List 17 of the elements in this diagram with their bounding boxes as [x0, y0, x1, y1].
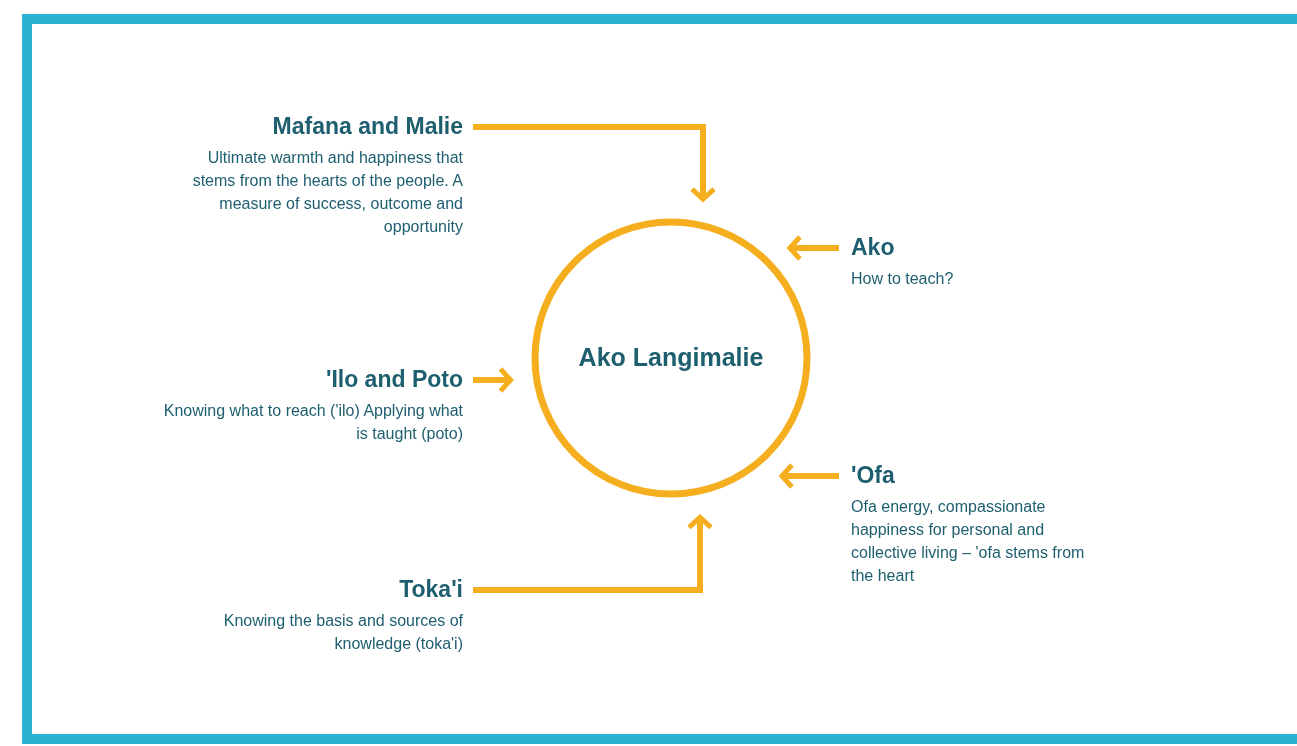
arrow: [473, 514, 714, 593]
arrow: [473, 124, 717, 202]
arrow: [473, 366, 513, 394]
heading: Toka'i: [399, 575, 463, 603]
description: Ultimate warmth and happiness that stems from the hearts of the people. A measure of success, outcome and opportunity: [191, 148, 463, 237]
heading: Mafana and Malie: [272, 112, 463, 140]
arrow: [787, 234, 839, 262]
description: Ofa energy, compassionate happiness for personal and collective living – 'ofa stems from the heart: [851, 497, 1086, 586]
description: Knowing the basis and sources of knowledge (toka'i): [222, 611, 463, 654]
heading: Ako: [851, 233, 895, 261]
heading: 'Ofa: [851, 461, 895, 489]
description: Knowing what to reach ('ilo) Applying what is taught (poto): [162, 401, 463, 444]
heading: 'Ilo and Poto: [325, 365, 463, 393]
arrow: [779, 462, 839, 490]
center-title: Ako Langimalie: [578, 342, 764, 374]
description: How to teach?: [851, 269, 955, 289]
center-circle: [531, 218, 811, 498]
